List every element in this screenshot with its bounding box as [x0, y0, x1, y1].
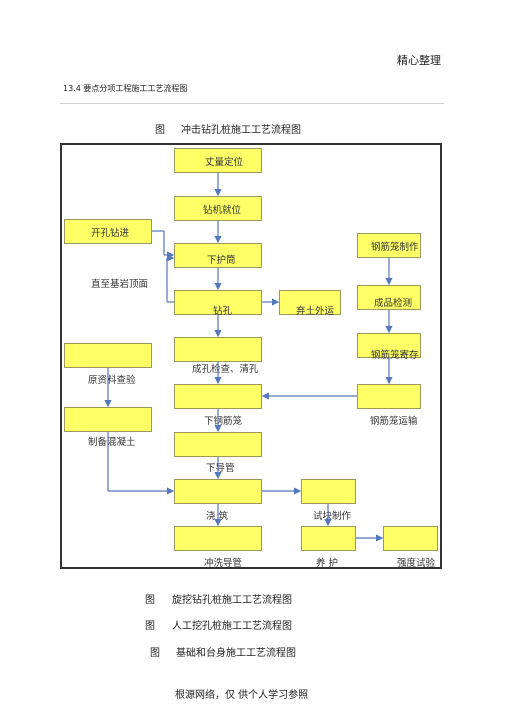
flow-box-cage-store: 钢筋笼寄存 — [357, 333, 421, 361]
flow-box-cage-make: 钢筋笼制作 — [357, 233, 421, 258]
flow-box-drilling: 钻孔 — [174, 290, 262, 317]
flow-box-casing: 下护筒 — [174, 243, 262, 268]
flow-label-hole-check: 成孔检查、清孔 — [192, 364, 259, 375]
caption4-prefix: 图 — [150, 648, 160, 659]
flow-box-survey: 丈量定位 — [174, 148, 262, 173]
flow-box-flush — [174, 526, 262, 551]
flow-label-strength: 强度试验 — [397, 558, 436, 569]
flow-box-concrete — [64, 407, 152, 432]
header-rule — [60, 103, 444, 104]
flow-label-casing: 下护筒 — [207, 255, 236, 266]
flow-label-drilling: 钻孔 — [213, 306, 233, 317]
flow-label-tremie: 下导管 — [206, 463, 235, 474]
flow-box-spoil: 弃土外运 — [279, 290, 341, 317]
figure1-caption: 冲击钻孔桩施工工艺流程图 — [181, 125, 301, 136]
flow-box-data-check — [64, 343, 152, 368]
flow-label-pouring: 浇 筑 — [206, 511, 229, 522]
flow-box-hole-check — [174, 337, 262, 362]
page-header-right: 精心整理 — [397, 54, 441, 67]
flow-label-cage-make: 钢筋笼制作 — [371, 242, 419, 253]
flow-label-survey: 丈量定位 — [205, 157, 244, 168]
flow-label-rig-position: 钻机就位 — [203, 205, 242, 216]
caption3-prefix: 图 — [145, 621, 155, 632]
flow-box-rig-position: 钻机就位 — [174, 196, 262, 221]
flow-label-cage-transport: 钢筋笼运输 — [370, 416, 418, 427]
caption3-text: 人工挖孔桩施工工艺流程图 — [172, 621, 292, 632]
caption4-text: 基础和台身施工工艺流程图 — [176, 648, 296, 659]
flow-label-concrete: 制备混凝土 — [88, 437, 136, 448]
flow-label-start-drilling: 开孔钻进 — [91, 228, 130, 239]
caption2-prefix: 图 — [145, 595, 155, 606]
flow-label-spoil: 弃土外运 — [296, 306, 335, 317]
flow-box-cage-transport — [357, 384, 421, 409]
flow-box-start-drilling: 开孔钻进 — [64, 219, 152, 244]
flow-label-data-check: 原资料查验 — [88, 375, 136, 386]
flow-label-cage-store: 钢筋笼寄存 — [371, 350, 419, 361]
page-footer: 根源网络，仅 供个人学习参照 — [175, 690, 309, 701]
flow-box-specimen — [301, 479, 356, 504]
flow-box-inspection: 成品检测 — [357, 285, 421, 310]
flow-box-pouring — [174, 479, 262, 504]
flow-label-inspection: 成品检测 — [374, 298, 413, 309]
flow-label-specimen: 试块制作 — [313, 511, 352, 522]
section-title: 13.4 要点分项工程施工工艺流程图 — [63, 84, 188, 93]
flow-box-strength — [383, 526, 438, 551]
flow-side-label-bedrock: 直至基岩顶面 — [91, 279, 149, 290]
flow-box-cage-placement — [174, 384, 262, 409]
flow-box-tremie — [174, 432, 262, 457]
figure1-caption-prefix: 图 — [155, 125, 165, 136]
flow-label-curing: 养 护 — [316, 558, 339, 569]
caption2-text: 旋挖钻孔桩施工工艺流程图 — [172, 595, 292, 606]
flowchart-frame — [60, 143, 442, 569]
flow-box-curing — [301, 526, 356, 551]
flow-label-flush: 冲洗导管 — [204, 558, 243, 569]
flow-label-cage-placement: 下钢筋笼 — [204, 416, 243, 427]
